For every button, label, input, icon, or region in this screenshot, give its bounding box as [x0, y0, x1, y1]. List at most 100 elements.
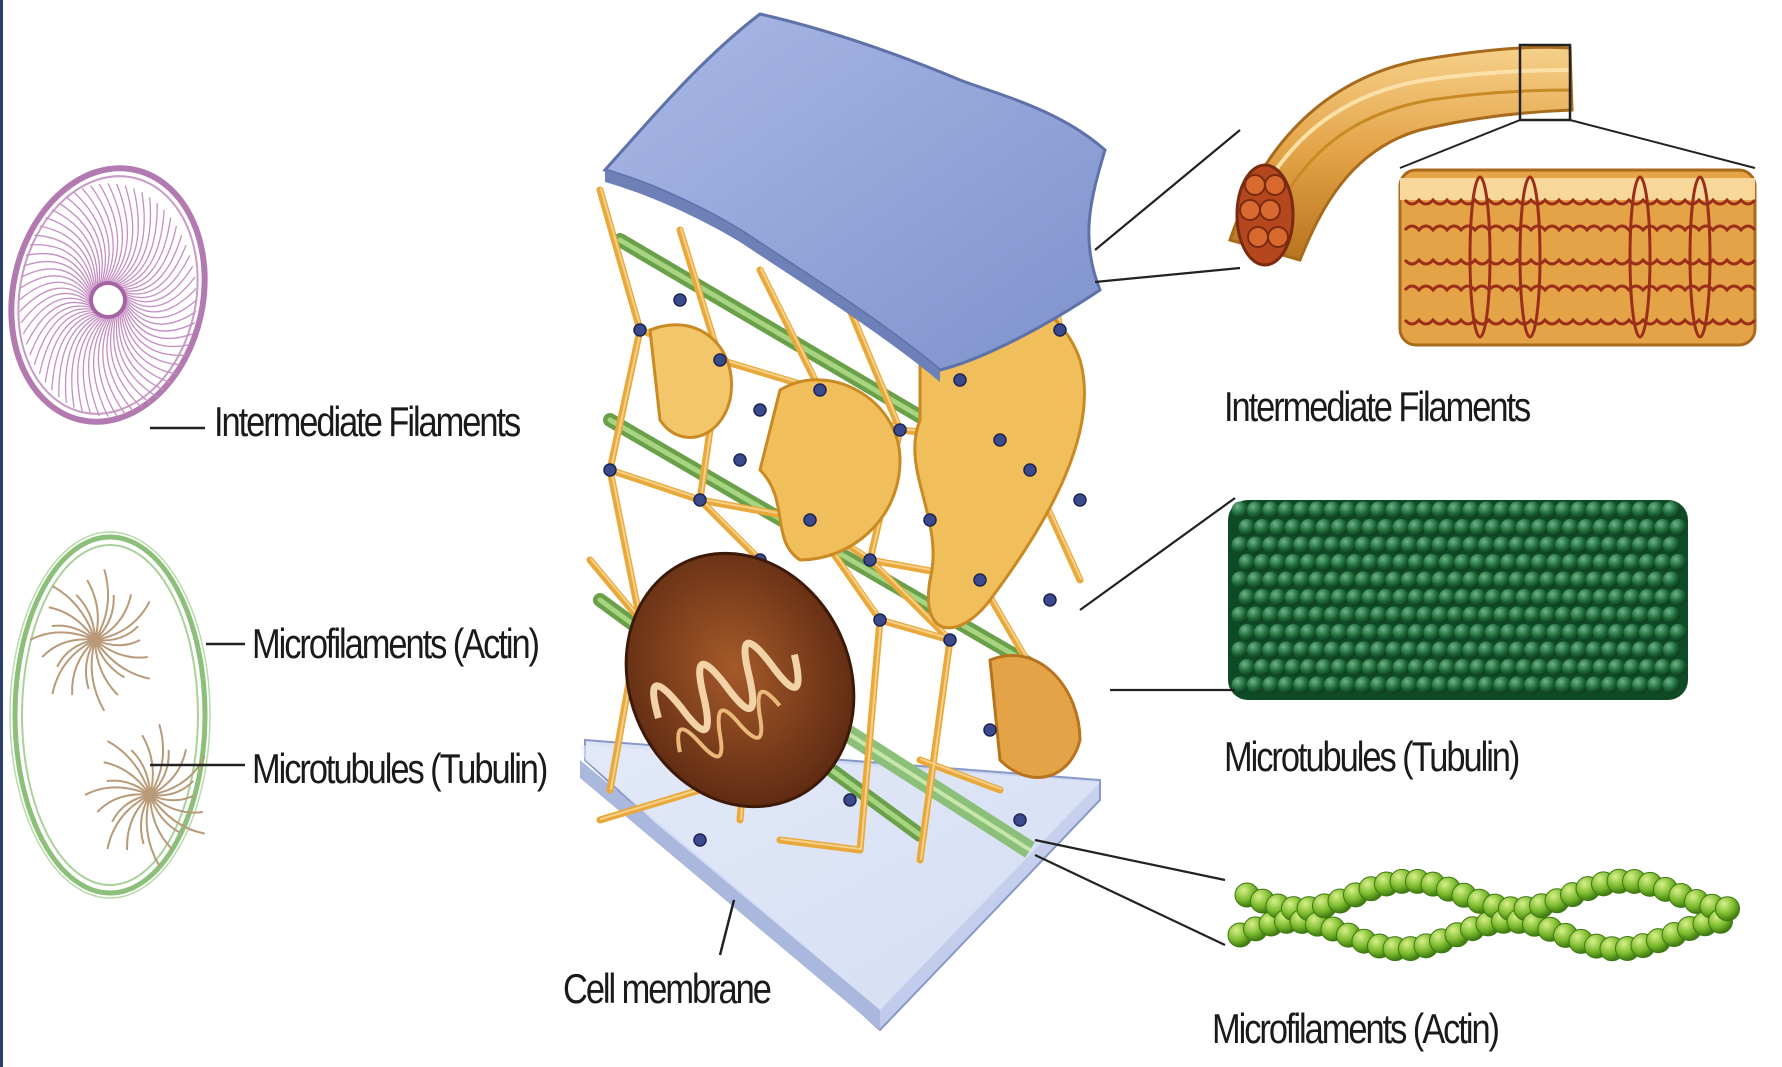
tubulin-bead — [1339, 502, 1356, 519]
ribosome-dot — [894, 424, 906, 436]
tubulin-bead — [1278, 572, 1295, 589]
tubulin-bead — [1278, 677, 1295, 694]
tubulin-bead — [1547, 624, 1564, 641]
tubulin-bead — [1346, 519, 1363, 536]
tubulin-bead — [1262, 502, 1279, 519]
tubulin-bead — [1247, 677, 1264, 694]
tubulin-bead — [1309, 607, 1326, 624]
tubulin-bead — [1624, 519, 1641, 536]
tubulin-bead — [1663, 677, 1680, 694]
tubulin-bead — [1316, 519, 1333, 536]
tubulin-bead — [1393, 659, 1410, 676]
tubulin-bead — [1447, 537, 1464, 554]
filament-cross-section — [1240, 200, 1260, 220]
tubulin-bead — [1509, 572, 1526, 589]
tubulin-bead — [1454, 589, 1471, 606]
tubulin-bead — [1324, 537, 1341, 554]
network-highlight — [611, 469, 701, 499]
tubulin-bead — [1500, 519, 1517, 536]
tubulin-bead — [1562, 589, 1579, 606]
tubulin-bead — [1232, 642, 1249, 659]
tubulin-bead — [1346, 589, 1363, 606]
tubulin-bead — [1624, 624, 1641, 641]
tubulin-bead — [1663, 537, 1680, 554]
ribosome-dot — [1024, 464, 1036, 476]
tubulin-bead — [1269, 554, 1286, 571]
tubulin-bead — [1601, 677, 1618, 694]
tubulin-bead — [1254, 589, 1271, 606]
tubulin-bead — [1647, 537, 1664, 554]
tubulin-bead — [1416, 502, 1433, 519]
tubulin-bead — [1493, 572, 1510, 589]
ribosome-dot — [814, 384, 826, 396]
tubulin-bead — [1278, 502, 1295, 519]
tubulin-bead — [1516, 589, 1533, 606]
ribosome-dot — [874, 614, 886, 626]
tubulin-bead — [1608, 589, 1625, 606]
tubulin-bead — [1639, 624, 1656, 641]
tubulin-bead — [1339, 537, 1356, 554]
tubulin-bead — [1439, 519, 1456, 536]
tubulin-bead — [1377, 519, 1394, 536]
ribosome-dot — [984, 724, 996, 736]
tubulin-bead — [1493, 502, 1510, 519]
tubulin-bead — [1601, 572, 1618, 589]
tubulin-bead — [1632, 572, 1649, 589]
tubulin-bead — [1423, 624, 1440, 641]
tubulin-bead — [1617, 502, 1634, 519]
tubulin-bead — [1586, 537, 1603, 554]
tubulin-bead — [1362, 659, 1379, 676]
tubulin-bead — [1239, 519, 1256, 536]
tubulin-bead — [1423, 519, 1440, 536]
tubulin-bead — [1632, 642, 1649, 659]
tubulin-bead — [1570, 607, 1587, 624]
tubulin-bead — [1524, 677, 1541, 694]
tubulin-bead — [1555, 537, 1572, 554]
tubulin-bead — [1516, 519, 1533, 536]
tubulin-bead — [1663, 572, 1680, 589]
tubulin-bead — [1524, 572, 1541, 589]
tubulin-bead — [1401, 502, 1418, 519]
tubulin-bead — [1531, 589, 1548, 606]
tubulin-bead — [1470, 624, 1487, 641]
tubulin-bead — [1401, 677, 1418, 694]
tubulin-bead — [1509, 537, 1526, 554]
ribosome-dot — [1074, 494, 1086, 506]
tubulin-bead — [1670, 659, 1687, 676]
tubulin-bead — [1540, 642, 1557, 659]
tubulin-bead — [1439, 659, 1456, 676]
tubulin-bead — [1639, 589, 1656, 606]
tubulin-bead — [1432, 502, 1449, 519]
ribosome-dot — [604, 464, 616, 476]
tubulin-bead — [1463, 607, 1480, 624]
tubulin-bead — [1500, 554, 1517, 571]
tubulin-bead — [1516, 659, 1533, 676]
tubulin-bead — [1393, 624, 1410, 641]
actin-filament — [1228, 869, 1740, 960]
tubulin-bead — [1309, 502, 1326, 519]
tubulin-bead — [1654, 519, 1671, 536]
tubulin-bead — [1232, 572, 1249, 589]
ribosome-dot — [864, 554, 876, 566]
tubulin-bead — [1654, 659, 1671, 676]
tubulin-bead — [1262, 572, 1279, 589]
network-highlight — [611, 329, 641, 469]
tubulin-bead — [1617, 677, 1634, 694]
tubulin-bead — [1254, 659, 1271, 676]
tubulin-bead — [1262, 677, 1279, 694]
tubulin-bead — [1485, 589, 1502, 606]
network-strand — [600, 190, 640, 330]
tubulin-bead — [1355, 537, 1372, 554]
tubulin-bead — [1439, 554, 1456, 571]
tubulin-bead — [1309, 572, 1326, 589]
tubulin-bead — [1370, 572, 1387, 589]
tubulin-bead — [1663, 642, 1680, 659]
tubulin-bead — [1300, 659, 1317, 676]
tubulin-bead — [1478, 677, 1495, 694]
right-label-microtubules: Microtubules (Tubulin) — [1224, 733, 1518, 781]
tubulin-bead — [1555, 607, 1572, 624]
ribosome-dot — [634, 324, 646, 336]
filament-cross-section — [1248, 227, 1268, 247]
tubulin-bead — [1346, 554, 1363, 571]
